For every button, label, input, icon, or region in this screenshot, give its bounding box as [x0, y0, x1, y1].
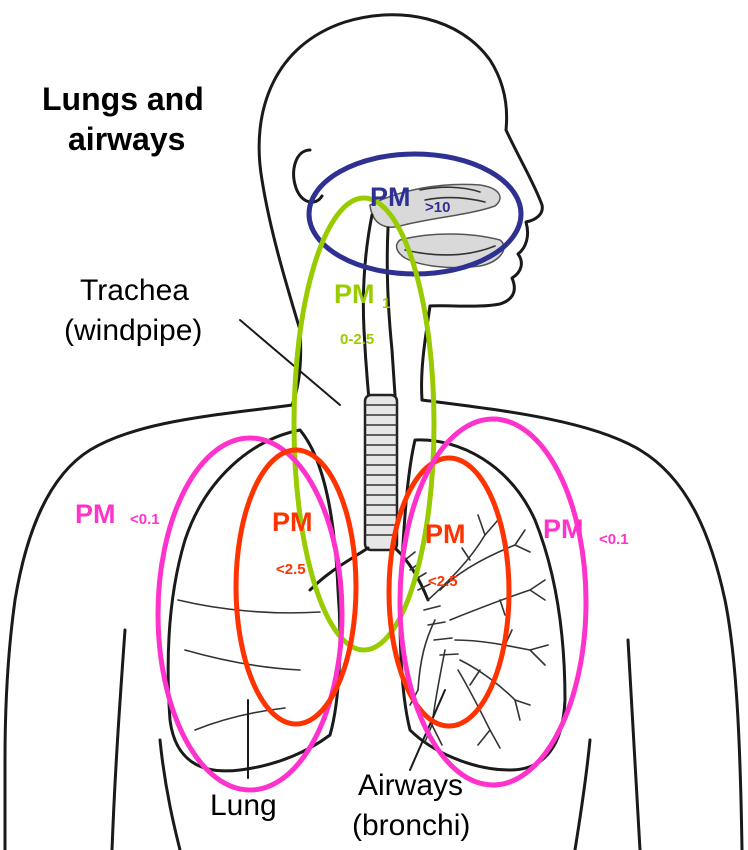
right-lung-inner-pm-label: PM <2.5: [425, 519, 466, 590]
left-outer-pm-main: PM: [75, 499, 116, 529]
trachea: [365, 395, 397, 550]
right-inner-pm-main: PM: [425, 519, 466, 549]
trachea-leader-line: [240, 320, 340, 405]
bronchial-tree: [410, 515, 548, 748]
left-lung-fissure: [178, 600, 320, 613]
left-lung-outer-ellipse: [158, 438, 342, 790]
trachea-label-line2: (windpipe): [64, 314, 202, 347]
airways-label-line1: Airways: [358, 769, 463, 802]
lung-label: Lung: [210, 789, 277, 822]
right-inner-pm-sub: <2.5: [428, 573, 458, 590]
nose-pm-main: PM: [370, 182, 411, 212]
right-outer-pm-main: PM: [543, 514, 584, 544]
right-outer-pm-sub: <0.1: [599, 531, 629, 548]
upper-airway-pm-range: 0-2.5: [340, 331, 374, 348]
left-arm-inner: [112, 630, 125, 850]
right-lung-outer-pm-label: PM <0.1: [543, 514, 629, 548]
left-inner-pm-main: PM: [272, 507, 313, 537]
left-lung-outer-pm-label: PM <0.1: [75, 499, 160, 529]
right-arm-inner: [628, 640, 640, 850]
pharynx-back: [387, 228, 396, 410]
right-lung-inner-ellipse: [389, 458, 509, 726]
airways-label-line2: (bronchi): [352, 809, 470, 842]
left-shoulder: [5, 405, 292, 850]
trachea-label-line1: Trachea: [80, 274, 189, 307]
right-bronchus-rings: [405, 552, 458, 655]
pharynx: [363, 215, 372, 410]
torso-right: [575, 740, 590, 850]
head-outline: [259, 15, 542, 330]
left-inner-pm-sub: <2.5: [276, 561, 306, 578]
left-outer-pm-sub: <0.1: [130, 511, 160, 528]
upper-airway-pm-main: PM: [334, 279, 375, 309]
torso-left: [160, 740, 180, 850]
diagram-title-line1: Lungs and: [42, 81, 204, 117]
diagram-title-line2: airways: [68, 121, 185, 157]
nose-pm-sub: >10: [425, 199, 450, 216]
upper-airway-pm-index: 1: [382, 295, 390, 312]
